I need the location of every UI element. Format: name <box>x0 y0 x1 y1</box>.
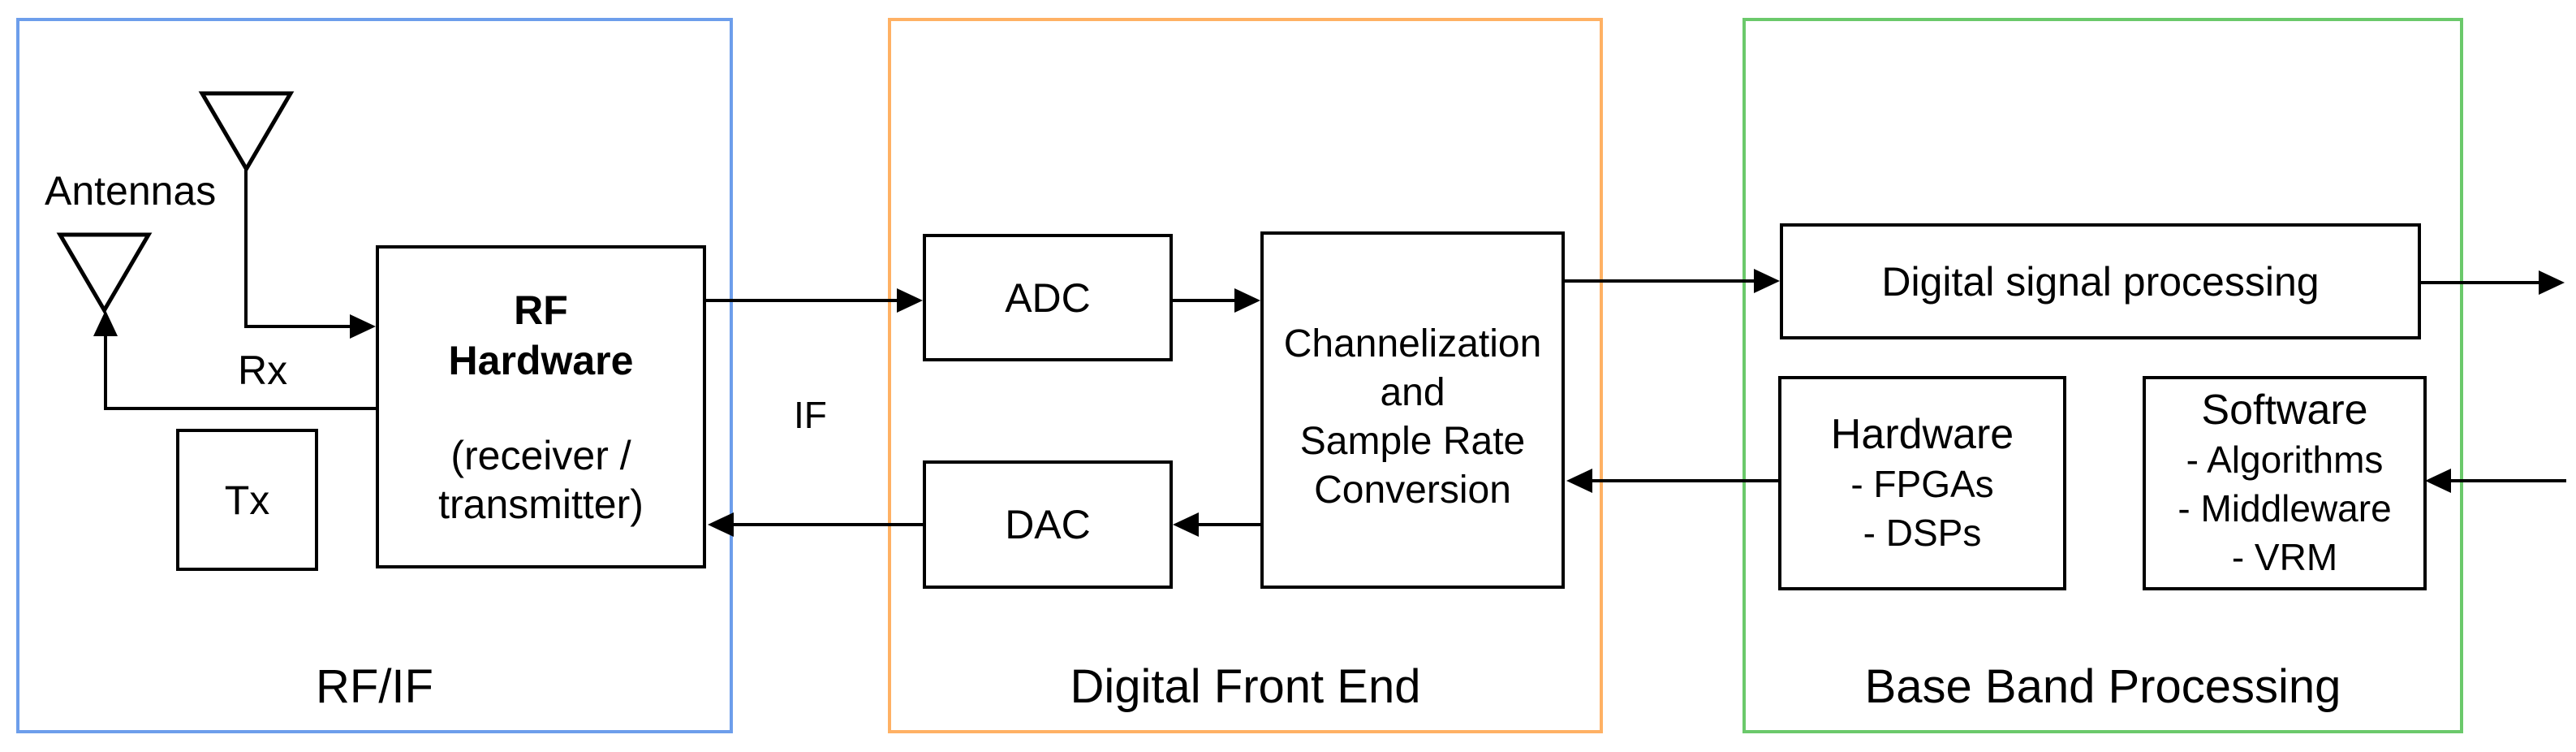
rx-label: Rx <box>238 348 288 393</box>
channelization-box: Channelization and Sample Rate Conversio… <box>1260 231 1565 589</box>
software-box: Software - Algorithms - Middleware - VRM <box>2143 376 2427 590</box>
antenna1-feed-line <box>244 166 248 328</box>
section-label-digital-front-end: Digital Front End <box>1070 660 1421 713</box>
hardware-item-dsps: - DSPs <box>1863 512 1982 554</box>
arrow-chan-to-dac-line <box>1199 523 1260 526</box>
arrow-chan-to-dsp-head-icon <box>1754 269 1780 293</box>
rx-arrowhead-icon <box>350 314 376 339</box>
hardware-box: Hardware - FPGAs - DSPs <box>1778 376 2066 590</box>
hardware-item-fpgas: - FPGAs <box>1850 463 1994 505</box>
rx-arrow-line <box>246 325 351 328</box>
tx-label: Tx <box>224 477 270 523</box>
arrow-adc-to-chan-head-icon <box>1234 288 1260 313</box>
arrow-input-to-software-head-icon <box>2425 469 2451 493</box>
arrow-chan-to-dsp-line <box>1565 279 1754 283</box>
arrow-dac-to-rfhw-line <box>734 523 923 526</box>
digital-signal-processing-label: Digital signal processing <box>1881 258 2320 305</box>
rf-hardware-title-line1: RF <box>514 287 568 333</box>
digital-signal-processing-box: Digital signal processing <box>1780 223 2421 339</box>
antenna-icon <box>198 91 295 173</box>
antenna-icon <box>56 232 153 314</box>
arrow-dac-to-rfhw-head-icon <box>708 512 734 537</box>
arrow-rfhw-to-adc-line <box>706 299 897 302</box>
if-label: IF <box>794 394 827 436</box>
software-item-vrm: - VRM <box>2231 536 2338 578</box>
arrow-rfhw-to-adc-head-icon <box>897 288 923 313</box>
rf-hardware-subtitle-line1: (receiver / <box>450 433 631 478</box>
tx-box: Tx <box>176 429 318 571</box>
arrow-hw-to-chan-head-icon <box>1566 469 1592 493</box>
arrow-input-to-software-line <box>2451 479 2566 482</box>
rf-hardware-subtitle-line2: transmitter) <box>438 482 644 527</box>
software-item-algorithms: - Algorithms <box>2186 439 2384 481</box>
channelization-line1: Channelization <box>1283 322 1542 365</box>
channelization-line3: Sample Rate <box>1299 420 1526 463</box>
arrow-chan-to-dac-head-icon <box>1173 512 1199 537</box>
rf-hardware-box: RF Hardware (receiver / transmitter) <box>376 245 706 568</box>
channelization-line4: Conversion <box>1314 469 1511 512</box>
arrow-dsp-output-line <box>2421 281 2539 284</box>
software-item-middleware: - Middleware <box>2178 487 2392 529</box>
adc-box: ADC <box>923 234 1173 361</box>
hardware-title: Hardware <box>1830 411 2014 458</box>
adc-label: ADC <box>1005 274 1091 321</box>
section-label-rf-if: RF/IF <box>316 660 433 713</box>
tx-feed-line <box>106 407 376 410</box>
section-digital-front-end: Digital Front End <box>888 18 1603 733</box>
rf-hardware-title-line2: Hardware <box>448 338 634 383</box>
dac-label: DAC <box>1005 502 1091 547</box>
arrow-adc-to-chan-line <box>1173 299 1234 302</box>
tx-feed-vline <box>104 333 107 410</box>
section-label-base-band-processing: Base Band Processing <box>1864 660 2341 713</box>
arrow-hw-to-chan-line <box>1592 479 1778 482</box>
dac-box: DAC <box>923 460 1173 589</box>
software-title: Software <box>2201 387 2368 434</box>
antennas-label: Antennas <box>45 168 217 214</box>
arrow-dsp-output-head-icon <box>2539 270 2565 295</box>
section-rf-if: RF/IF <box>16 18 733 733</box>
antenna-arrowhead-icon <box>93 310 118 336</box>
section-base-band-processing: Base Band Processing <box>1742 18 2463 733</box>
channelization-line2: and <box>1380 371 1445 414</box>
